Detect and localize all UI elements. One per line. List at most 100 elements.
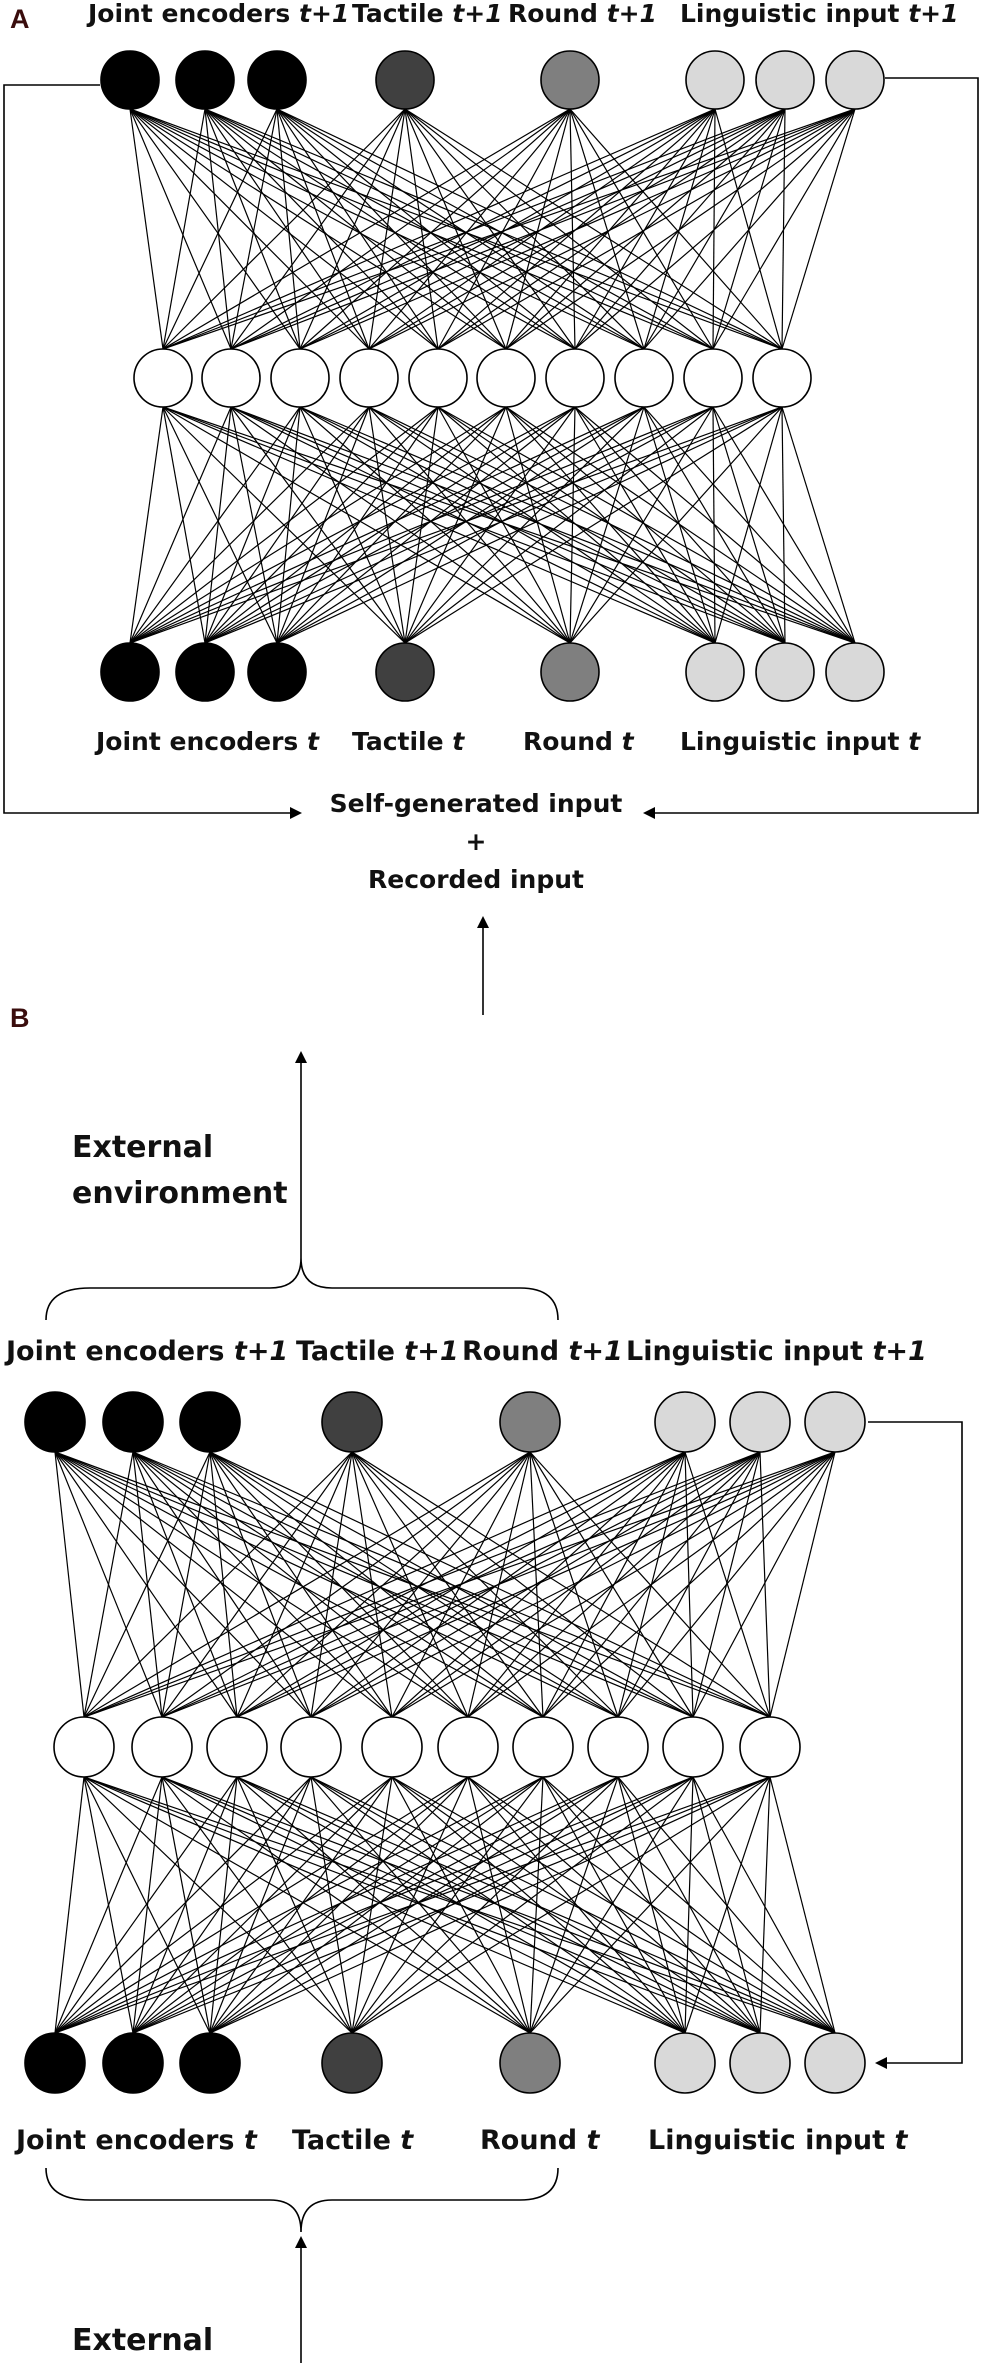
panel-a-edge-hidden-5-to-output-1: [204, 108, 507, 350]
panel-a-edge-hidden-6-to-output-0: [129, 108, 576, 350]
panel-b-edge-hidden-3-to-output-3: [310, 1451, 353, 1718]
self-generated-input-label: Self-generated input: [330, 789, 623, 818]
panel-b-edge-input-0-to-hidden-6: [54, 1776, 544, 2034]
panel-b-edge-input-4-to-hidden-5: [467, 1776, 531, 2034]
output-brace: [45, 1257, 559, 1321]
panel-a-edge-input-5-to-hidden-2: [299, 406, 716, 644]
panel-b-output-labels: Joint encoders t+1 Tactile t+1 Round t+1…: [4, 1336, 927, 1367]
panel-b-edge-input-0-to-hidden-0: [54, 1776, 85, 2034]
panel-b-edge-hidden-3-to-output-5: [310, 1451, 686, 1718]
panel-b-edge-hidden-0-to-output-4: [83, 1451, 531, 1718]
panel-a-edge-input-5-to-hidden-9: [714, 406, 783, 644]
panel-b-edge-input-5-to-hidden-4: [391, 1776, 686, 2034]
panel-b-output-label-round: Round t+1: [462, 1336, 623, 1367]
recorded-input-label: Recorded input: [368, 865, 584, 894]
panel-a-edge-hidden-4-to-output-1: [204, 108, 439, 350]
panel-a-output-label-round: Round t+1: [508, 0, 657, 28]
panel-a-edge-hidden-7-to-output-0: [129, 108, 645, 350]
panel-a-edge-input-2-to-hidden-2: [276, 406, 301, 644]
panel-a-edge-hidden-6-to-output-2: [276, 108, 576, 350]
panel-b-output-node-tactile-3: [321, 1391, 383, 1453]
panel-b-connections: [54, 1451, 836, 2034]
panel-b-edge-input-6-to-hidden-8: [692, 1776, 761, 2034]
panel-a-output-node-joint-0: [100, 50, 160, 110]
panel-b-input-node-linguistic-6: [729, 2032, 791, 2094]
panel-b-nodes: [24, 1391, 866, 2094]
panel-a-edge-input-4-to-hidden-7: [569, 406, 645, 644]
panel-b-input-node-linguistic-7: [804, 2032, 866, 2094]
panel-a-edge-hidden-8-to-output-0: [129, 108, 714, 350]
panel-b-edge-input-4-to-hidden-6: [529, 1776, 544, 2034]
panel-b-edge-hidden-2-to-output-3: [236, 1451, 353, 1718]
panel-a-edge-hidden-2-to-output-5: [299, 108, 716, 350]
panel-b-edge-input-7-to-hidden-9: [769, 1776, 836, 2034]
panel-a-edge-hidden-2-to-output-4: [299, 108, 571, 350]
panel-b-edge-input-5-to-hidden-8: [684, 1776, 694, 2034]
panel-a-input-node-joint-1: [175, 642, 235, 702]
panel-b-edge-input-3-to-hidden-5: [351, 1776, 469, 2034]
panel-b-edge-input-5-to-hidden-7: [617, 1776, 686, 2034]
panel-b-output-label-tactile: Tactile t+1: [296, 1336, 459, 1367]
panel-a-edge-hidden-8-to-output-5: [712, 108, 716, 350]
input-brace: [45, 2167, 559, 2233]
panel-a-edge-hidden-8-to-output-1: [204, 108, 714, 350]
panel-a-edge-hidden-6-to-output-4: [569, 108, 576, 350]
panel-a-edge-input-3-to-hidden-7: [404, 406, 645, 644]
panel-a-edge-input-3-to-hidden-9: [404, 406, 783, 644]
panel-b-edge-hidden-1-to-output-4: [161, 1451, 531, 1718]
panel-a-edge-hidden-0-to-output-5: [162, 108, 716, 350]
panel-b-edge-hidden-1-to-output-0: [54, 1451, 163, 1718]
panel-b-input-label-tactile: Tactile t: [292, 2125, 414, 2156]
panel-b-edge-hidden-6-to-output-5: [542, 1451, 686, 1718]
panel-a-input-node-linguistic-5: [685, 642, 745, 702]
panel-a-edge-input-2-to-hidden-9: [276, 406, 783, 644]
panel-a-edge-input-4-to-hidden-0: [162, 406, 571, 644]
panel-b-hidden-node-hidden-9: [739, 1716, 801, 1778]
panel-b-edge-input-3-to-hidden-1: [161, 1776, 353, 2034]
panel-a-edge-hidden-7-to-output-1: [204, 108, 645, 350]
panel-b-edge-hidden-3-to-output-0: [54, 1451, 312, 1718]
panel-b-edge-hidden-3-to-output-7: [310, 1451, 836, 1718]
panel-b-edge-hidden-9-to-output-7: [769, 1451, 836, 1718]
panel-b-edge-input-4-to-hidden-7: [529, 1776, 619, 2034]
panel-b-hidden-node-hidden-1: [131, 1716, 193, 1778]
panel-b-edge-input-4-to-hidden-0: [83, 1776, 531, 2034]
panel-a-edge-input-0-to-hidden-9: [129, 406, 783, 644]
panel-b-hidden-node-hidden-6: [512, 1716, 574, 1778]
panel-b-edge-input-4-to-hidden-8: [529, 1776, 694, 2034]
panel-b-edge-hidden-9-to-output-1: [132, 1451, 771, 1718]
panel-b-edge-hidden-5-to-output-4: [467, 1451, 531, 1718]
panel-a-edge-input-2-to-hidden-4: [276, 406, 439, 644]
panel-a-edge-input-4-to-hidden-5: [505, 406, 571, 644]
panel-a-edge-hidden-7-to-output-3: [404, 108, 645, 350]
panel-b-edge-input-3-to-hidden-2: [236, 1776, 353, 2034]
panel-a-edge-input-1-to-hidden-2: [204, 406, 301, 644]
panel-b-output-node-round-4: [499, 1391, 561, 1453]
panel-a-edge-hidden-3-to-output-1: [204, 108, 370, 350]
panel-a-input-label-linguistic: Linguistic input t: [680, 727, 921, 756]
panel-b-edge-hidden-2-to-output-1: [132, 1451, 238, 1718]
panel-b-edge-input-5-to-hidden-6: [542, 1776, 686, 2034]
panel-b-edge-input-7-to-hidden-8: [692, 1776, 836, 2034]
panel-b-edge-hidden-9-to-output-6: [759, 1451, 771, 1718]
panel-a-input-node-joint-2: [247, 642, 307, 702]
panel-a-edge-input-5-to-hidden-6: [574, 406, 716, 644]
panel-b-linguistic-feedback-arrow: [868, 1421, 963, 2069]
panel-b-edge-hidden-7-to-output-3: [351, 1451, 619, 1718]
panel-b-edge-hidden-9-to-output-5: [684, 1451, 771, 1718]
panel-a: A Joint encoders t+1 Tactile t+1 Round t…: [3, 0, 979, 1015]
panel-b-edge-input-4-to-hidden-1: [161, 1776, 531, 2034]
panel-b-input-node-joint-0: [24, 2032, 86, 2094]
panel-a-edge-input-5-to-hidden-3: [368, 406, 716, 644]
panel-b-edge-hidden-9-to-output-2: [209, 1451, 771, 1718]
panel-a-edge-hidden-1-to-output-5: [230, 108, 716, 350]
panel-a-hidden-node-hidden-1: [201, 348, 261, 408]
panel-a-edge-hidden-9-to-output-6: [781, 108, 786, 350]
panel-b-input-labels: Joint encoders t Tactile t Round t Lingu…: [14, 2125, 908, 2156]
panel-b-edge-hidden-0-to-output-0: [54, 1451, 85, 1718]
panel-a-hidden-node-hidden-7: [614, 348, 674, 408]
plus-label: +: [466, 827, 487, 856]
panel-b-edge-input-3-to-hidden-8: [351, 1776, 694, 2034]
panel-a-hidden-node-hidden-8: [683, 348, 743, 408]
panel-b-edge-input-1-to-hidden-6: [132, 1776, 544, 2034]
